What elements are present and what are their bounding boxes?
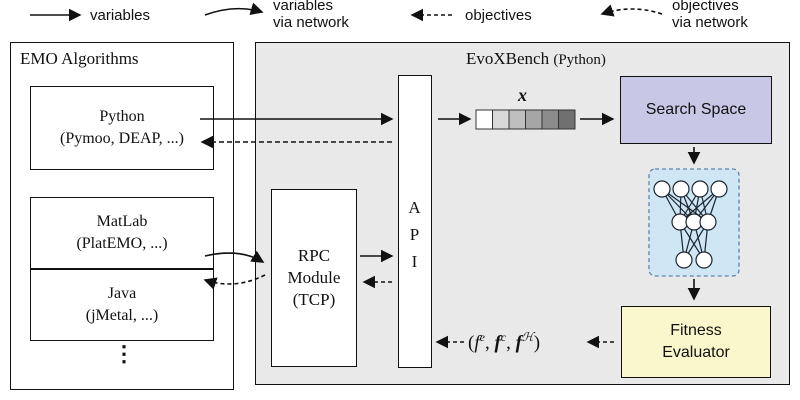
decision-vector — [475, 109, 576, 130]
python-name: Python — [99, 108, 145, 125]
python-box: Python (Pymoo, DEAP, ...) — [30, 86, 214, 170]
legend-variables-label: variables — [90, 7, 151, 24]
rpc-line1: RPC — [297, 246, 331, 265]
java-box: Java (jMetal, ...) — [30, 269, 214, 341]
api-letter-a: A — [408, 198, 421, 217]
emo-panel-title: EMO Algorithms — [20, 49, 139, 68]
vector-cell — [475, 109, 493, 130]
api-box: A P I — [398, 75, 432, 368]
objectives-formula: (fe, fc, fℋ) — [468, 330, 541, 354]
rpc-line3: (TCP) — [292, 290, 336, 309]
matlab-libs: (PlatEMO, ...) — [76, 235, 168, 252]
rpc-line2: Module — [287, 268, 341, 287]
vector-cell — [558, 109, 576, 130]
api-label: A P I — [399, 194, 430, 275]
api-letter-p: P — [409, 225, 420, 244]
search-space-label: Search Space — [645, 101, 747, 118]
vector-cell — [525, 109, 543, 130]
matlab-name: MatLab — [96, 213, 148, 230]
legend-variables-network-label: variables via network — [273, 0, 349, 31]
legend-arrows — [30, 2, 663, 22]
legend-objectives-network-label: objectives via network — [672, 0, 748, 31]
python-libs: (Pymoo, DEAP, ...) — [59, 130, 184, 147]
evoxbench-title-name: EvoXBench — [466, 49, 550, 68]
neural-network-icon — [648, 168, 740, 277]
vector-cell — [508, 109, 526, 130]
more-algorithms-ellipsis: ⋮ — [113, 341, 135, 366]
legend-variables-network-arrow — [204, 2, 264, 16]
rpc-to-java-arrow — [203, 274, 266, 290]
fitness-line2: Evaluator — [662, 344, 730, 361]
fitness-evaluator-box: Fitness Evaluator — [621, 306, 771, 378]
search-space-box: Search Space — [620, 76, 772, 144]
evoxbench-title: EvoXBench (Python) — [466, 49, 606, 69]
fitness-line1: Fitness — [670, 322, 722, 339]
matlab-box: MatLab (PlatEMO, ...) — [30, 197, 214, 269]
legend-objectives-network-arrow — [600, 4, 663, 17]
java-libs: (jMetal, ...) — [85, 307, 159, 324]
decision-vector-label: x — [518, 85, 527, 105]
matlab-to-rpc-arrow — [204, 250, 265, 263]
vector-cell — [541, 109, 559, 130]
java-name: Java — [107, 285, 137, 302]
legend-objectives-label: objectives — [465, 7, 532, 24]
rpc-module-box: RPC Module (TCP) — [271, 189, 357, 367]
api-letter-i: I — [411, 252, 418, 271]
vector-cell — [492, 109, 510, 130]
evoxbench-title-suffix: (Python) — [553, 52, 606, 68]
